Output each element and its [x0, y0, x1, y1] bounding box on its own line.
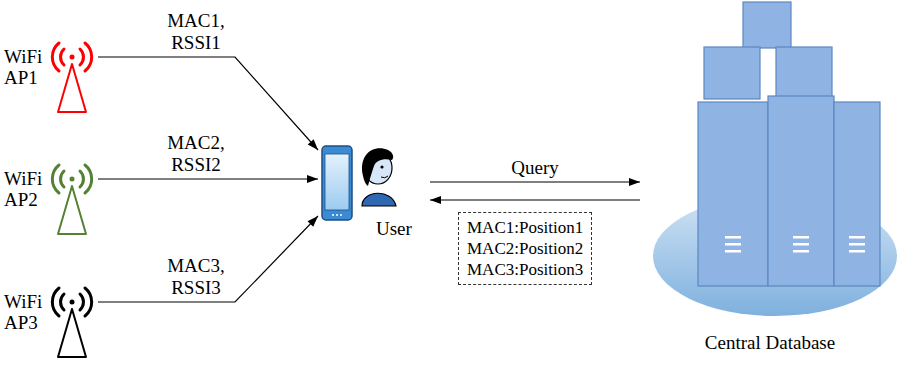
- edge-label: MAC2, RSSI2: [163, 132, 229, 176]
- antenna-icon: [52, 165, 91, 234]
- node-label: MAC3:Position3: [467, 259, 583, 280]
- node-label: MAC2:Position2: [467, 238, 583, 259]
- node-label: WiFi AP2: [4, 168, 48, 210]
- node-art: [640, 0, 900, 364]
- database-node: Central Database: [640, 0, 900, 364]
- antenna-icon: [52, 288, 91, 357]
- access-point: WiFi AP3: [2, 283, 98, 359]
- access-point: WiFi AP1: [2, 38, 98, 114]
- user-node: User: [318, 138, 426, 242]
- connector-arrow: [98, 216, 318, 302]
- node-label: User: [376, 218, 412, 239]
- edge-label: MAC3, RSSI3: [163, 255, 229, 299]
- node-label: WiFi AP1: [4, 46, 48, 88]
- server-icon: [653, 2, 897, 316]
- node-label: MAC1:Position1: [467, 217, 583, 238]
- person-icon: [362, 148, 396, 206]
- phone-icon: [322, 146, 352, 220]
- connector-arrow: [430, 178, 640, 186]
- connector-arrow: [430, 196, 640, 204]
- antenna-icon: [52, 43, 91, 112]
- edge-label: Query: [511, 157, 558, 179]
- edge-label: MAC1, RSSI1: [163, 10, 229, 54]
- response-box: MAC1:Position1MAC2:Position2MAC3:Positio…: [458, 212, 592, 285]
- access-point: WiFi AP2: [2, 160, 98, 236]
- connector-arrow: [98, 175, 318, 183]
- node-label: WiFi AP3: [4, 291, 48, 333]
- node-label: Central Database: [640, 332, 900, 353]
